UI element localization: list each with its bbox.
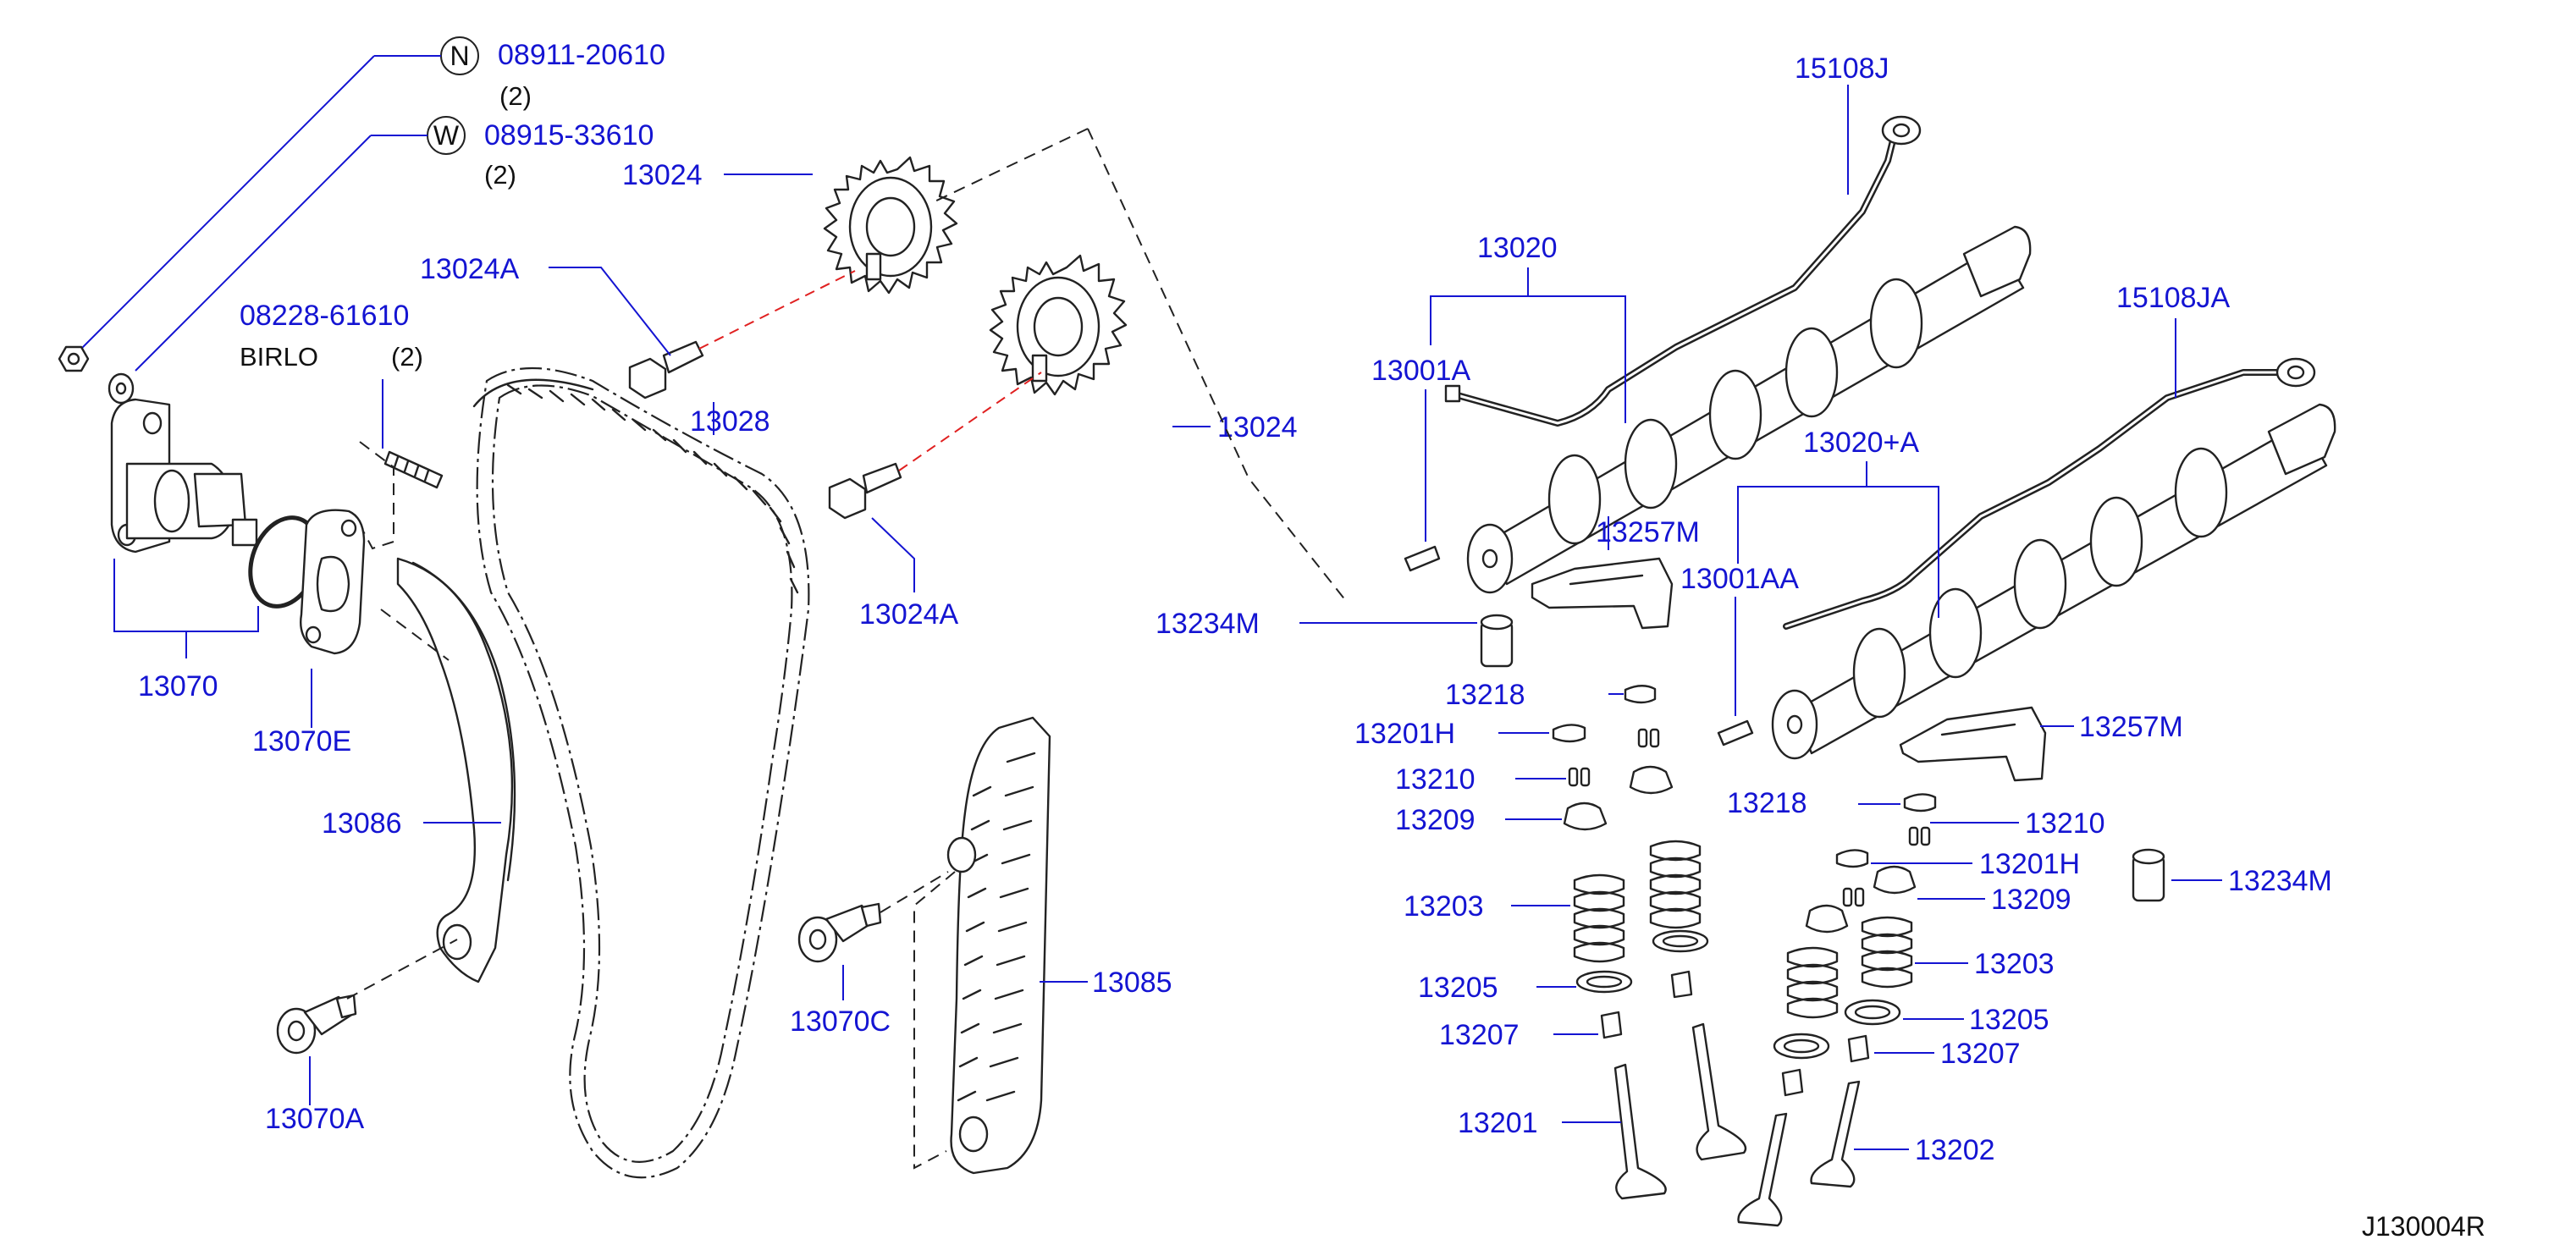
lash-adjuster-left-drawing	[1480, 614, 1514, 668]
part-label-13203-left[interactable]: 13203	[1404, 890, 1484, 923]
part-label-13070C[interactable]: 13070C	[790, 1005, 891, 1038]
part-number-08915-33610[interactable]: 08915-33610	[484, 119, 654, 151]
sprocket-bolt-bottom-drawing	[828, 462, 902, 520]
tension-arm-drawing	[396, 557, 516, 983]
qty-label: (2)	[484, 160, 516, 190]
valve-stack-left-drawing	[1552, 685, 1747, 1200]
part-label-13024A-bottom[interactable]: 13024A	[859, 598, 959, 631]
dashed-guide	[930, 128, 1089, 204]
chain-guide-drawing	[946, 716, 1051, 1175]
maker-label: BIRLO	[240, 342, 318, 372]
valve-stack-right-drawing	[1737, 793, 1937, 1227]
part-label-13257M-left[interactable]: 13257M	[1596, 516, 1700, 548]
dashed-guide	[913, 871, 956, 1170]
nut-icon	[58, 345, 90, 372]
part-label-13028[interactable]: 13028	[690, 405, 770, 438]
camshaft-left-drawing	[1466, 225, 2032, 594]
part-label-13203-right[interactable]: 13203	[1974, 948, 2055, 980]
part-label-13207-right[interactable]: 13207	[1940, 1038, 2021, 1070]
stud-icon	[383, 450, 444, 489]
part-label-13001AA[interactable]: 13001AA	[1680, 563, 1799, 595]
dowel-pin-icon	[1404, 545, 1441, 572]
part-label-13202[interactable]: 13202	[1915, 1134, 1995, 1166]
lash-adjuster-right-drawing	[2132, 848, 2165, 902]
sprocket-bolt-top-drawing	[628, 340, 704, 399]
dashed-guide	[380, 609, 450, 661]
leader-line	[75, 55, 375, 355]
alignment-line	[698, 270, 856, 350]
part-label-13070[interactable]: 13070	[138, 670, 218, 702]
leader-line	[113, 559, 259, 632]
leader-line	[871, 517, 915, 592]
fastener-note-stud[interactable]: 08228-61610 BIRLO (2)	[240, 300, 423, 372]
dowel-pin-icon	[1717, 719, 1754, 746]
part-label-13209-left[interactable]: 13209	[1395, 804, 1476, 836]
part-label-13205-left[interactable]: 13205	[1418, 972, 1498, 1004]
part-label-13085[interactable]: 13085	[1092, 967, 1172, 999]
leader-line	[549, 267, 671, 356]
diagram-reference-code: J130004R	[2362, 1211, 2485, 1242]
w-symbol-letter: W	[433, 120, 460, 151]
part-label-13201[interactable]: 13201	[1458, 1107, 1538, 1139]
alignment-line	[898, 372, 1042, 471]
leader-line	[135, 135, 372, 372]
dashed-guide	[346, 939, 458, 1000]
qty-label: (2)	[499, 81, 532, 111]
part-label-13020A[interactable]: 13020+A	[1803, 427, 1919, 459]
fastener-note-n[interactable]: N 08911-20610 (2)	[440, 36, 665, 111]
part-label-13086[interactable]: 13086	[322, 807, 402, 840]
washer-icon	[108, 372, 135, 405]
part-label-13210-left[interactable]: 13210	[1395, 763, 1476, 796]
leader-line	[1737, 486, 1939, 618]
fastener-note-w[interactable]: W 08915-33610 (2)	[427, 116, 654, 190]
part-number-08228-61610[interactable]: 08228-61610	[240, 300, 409, 332]
part-label-13257M-right[interactable]: 13257M	[2079, 711, 2183, 743]
part-label-15108JA[interactable]: 15108JA	[2116, 282, 2231, 314]
n-symbol-letter: N	[450, 41, 469, 71]
chain-tensioner-drawing	[110, 398, 258, 554]
dashed-guide	[359, 441, 394, 550]
part-label-13234M-right[interactable]: 13234M	[2228, 865, 2332, 897]
part-label-13024-right[interactable]: 13024	[1217, 411, 1298, 443]
guide-bolt-13070c-drawing	[797, 902, 882, 963]
oil-pipe-15108j-drawing	[1444, 115, 1922, 427]
part-label-13205-right[interactable]: 13205	[1969, 1004, 2049, 1036]
bracket-right-drawing	[1899, 706, 2047, 782]
dashed-guide	[880, 871, 949, 913]
part-label-13218-right[interactable]: 13218	[1727, 787, 1807, 819]
part-label-13070A[interactable]: 13070A	[265, 1103, 365, 1135]
part-label-13001A[interactable]: 13001A	[1371, 355, 1471, 387]
part-label-13070E[interactable]: 13070E	[252, 725, 351, 757]
tensioner-gasket-drawing	[300, 509, 366, 655]
part-label-13210-right[interactable]: 13210	[2025, 807, 2105, 840]
part-label-15108J[interactable]: 15108J	[1795, 52, 1889, 85]
part-label-13020[interactable]: 13020	[1477, 232, 1558, 264]
camshaft-sprocket-top-drawing	[823, 156, 958, 295]
part-label-13234M-left[interactable]: 13234M	[1156, 608, 1260, 640]
part-label-13201H-right[interactable]: 13201H	[1979, 848, 2080, 880]
part-label-13201H-left[interactable]: 13201H	[1354, 718, 1455, 750]
pivot-bolt-13070a-drawing	[276, 994, 357, 1055]
dashed-guide	[1087, 128, 1347, 602]
camshaft-right-drawing	[1771, 403, 2336, 760]
part-label-13209-right[interactable]: 13209	[1991, 884, 2071, 916]
part-label-13218-left[interactable]: 13218	[1445, 679, 1525, 711]
part-number-08911-20610[interactable]: 08911-20610	[498, 39, 665, 71]
qty-label: (2)	[391, 342, 423, 372]
oil-pipe-15108ja-drawing	[1783, 357, 2316, 630]
timing-chain-drawing	[472, 366, 810, 1179]
part-label-13024-top[interactable]: 13024	[622, 159, 703, 191]
part-label-13207-left[interactable]: 13207	[1439, 1019, 1520, 1051]
part-label-13024A-top[interactable]: 13024A	[420, 253, 520, 285]
camshaft-sprocket-right-drawing	[989, 254, 1128, 396]
bracket-left-drawing	[1531, 557, 1674, 630]
